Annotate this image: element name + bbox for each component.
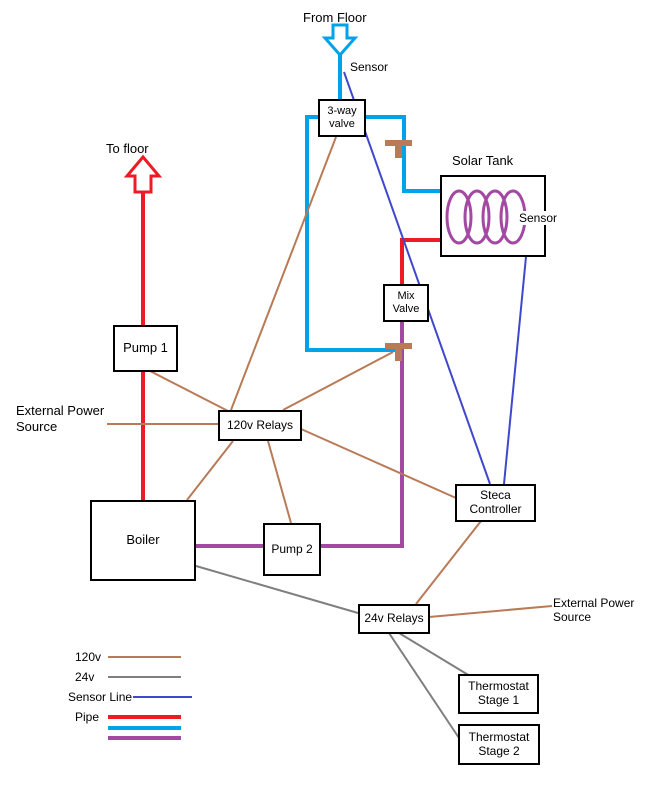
pipe-cold-to-tank <box>365 115 441 193</box>
thermostat-stage1-box: Thermostat Stage 1 <box>458 674 539 714</box>
pipe-hot-from-tank <box>400 238 441 285</box>
wire-120v-relays-to-mix-valve <box>282 351 394 411</box>
thermostat-stage2-box: Thermostat Stage 2 <box>458 724 540 765</box>
sensor-line-floor-to-steca <box>343 71 491 485</box>
pump1-box: Pump 1 <box>113 325 178 372</box>
wire-120v-relays-to-pump1 <box>149 370 229 412</box>
steca-controller-box: Steca Controller <box>455 484 536 522</box>
floor-sensor-label: Sensor <box>350 60 389 74</box>
solar-tank-label: Solar Tank <box>452 153 514 168</box>
legend-label-pipe: Pipe <box>75 710 100 724</box>
relays-120v-box: 120v Relays <box>218 410 302 441</box>
legend-label-24v: 24v <box>75 670 95 684</box>
tank-sensor-label: Sensor <box>518 211 559 226</box>
three-way-valve-box: 3-way valve <box>318 99 366 137</box>
wire-120v-relays-to-steca <box>300 428 457 499</box>
legend-label-120v: 120v <box>75 650 102 664</box>
wire-24v-relays-to-thermostat2 <box>388 632 460 739</box>
external-power-left-label: External Power Source <box>16 403 105 434</box>
from-floor-label: From Floor <box>303 10 367 25</box>
wire-120v-relays-to-boiler <box>186 440 234 501</box>
wire-boiler-to-24v-relays <box>195 565 359 614</box>
mix-valve-box: Mix Valve <box>383 284 429 322</box>
legend-label-sensor: Sensor Line <box>68 690 133 704</box>
wire-24v-relays-to-thermostat1 <box>398 632 471 677</box>
wire-24v-relays-to-extpower <box>428 605 553 618</box>
wire-120v-relays-to-pump2 <box>267 440 292 524</box>
pipe-cold-bypass <box>305 115 400 352</box>
relays-24v-box: 24v Relays <box>358 604 430 634</box>
wire-120v-relays-to-3way-valve <box>230 136 337 411</box>
wire-steca-to-24v-relays <box>415 520 482 605</box>
pump2-box: Pump 2 <box>263 523 321 576</box>
external-power-right-label: External Power Source <box>553 596 635 625</box>
sensor-line-tank-to-steca <box>503 235 529 485</box>
boiler-box: Boiler <box>90 500 196 581</box>
to-floor-label: To floor <box>106 141 149 156</box>
